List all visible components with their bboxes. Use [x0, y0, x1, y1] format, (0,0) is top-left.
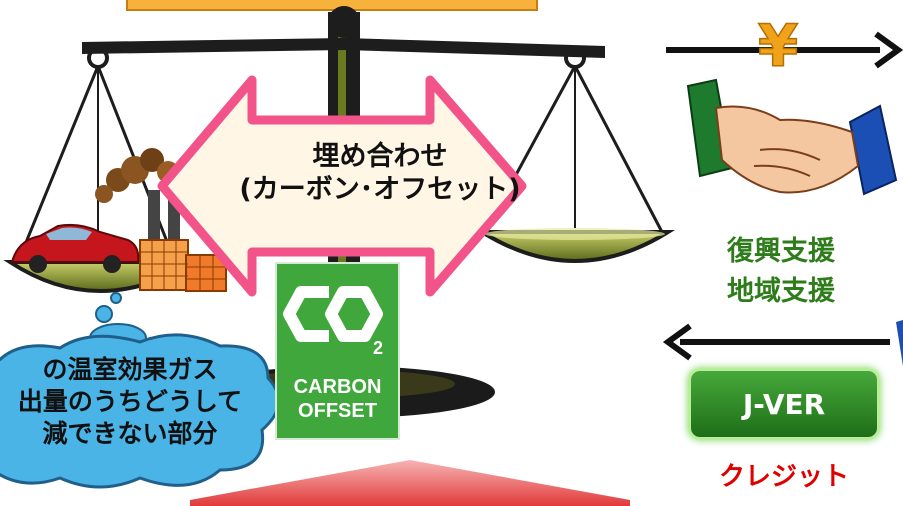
co2-subscript: 2 [373, 338, 384, 358]
cloud-line3: 減できない部分 [42, 419, 218, 448]
credit-label: クレジット [718, 462, 849, 492]
offset-double-arrow [157, 75, 527, 297]
co2-mark-icon [283, 286, 383, 342]
carbon-text: CARBON [293, 376, 382, 398]
cloud-line1: の温室効果ガス [42, 355, 218, 384]
yen-icon: ¥ [758, 12, 798, 80]
offset-label-line2: (カーボン･オフセット) [239, 174, 521, 205]
support-label: 復興支援 地域支援 [676, 232, 886, 312]
factory-icon [139, 190, 227, 292]
credit-arrow [662, 323, 890, 361]
cloud-text: の温室効果ガス 出量のうちどうして 減できない部分 [0, 354, 270, 450]
offset-arrow-label: 埋め合わせ (カーボン･オフセット) [210, 140, 550, 206]
thought-cloud [0, 292, 281, 489]
handshake-icon [686, 78, 898, 196]
co2-mark-text: CO [277, 264, 278, 265]
money-arrow [666, 31, 903, 69]
carbon-offset-logo: CO 2 CARBON OFFSET [275, 262, 400, 440]
support-line1: 復興支援 [727, 236, 835, 267]
top-banner-box [126, 0, 538, 11]
jver-badge: J-VER [688, 368, 880, 440]
cloud-line2: 出量のうちどうして [17, 387, 243, 416]
car-icon [10, 223, 140, 273]
offset-label-line1: 埋め合わせ [312, 141, 448, 172]
scale-beam [82, 38, 605, 58]
right-pan [475, 230, 675, 263]
offset-text: OFFSET [298, 400, 377, 422]
red-up-arrow [190, 460, 630, 506]
support-line2: 地域支援 [727, 276, 835, 307]
